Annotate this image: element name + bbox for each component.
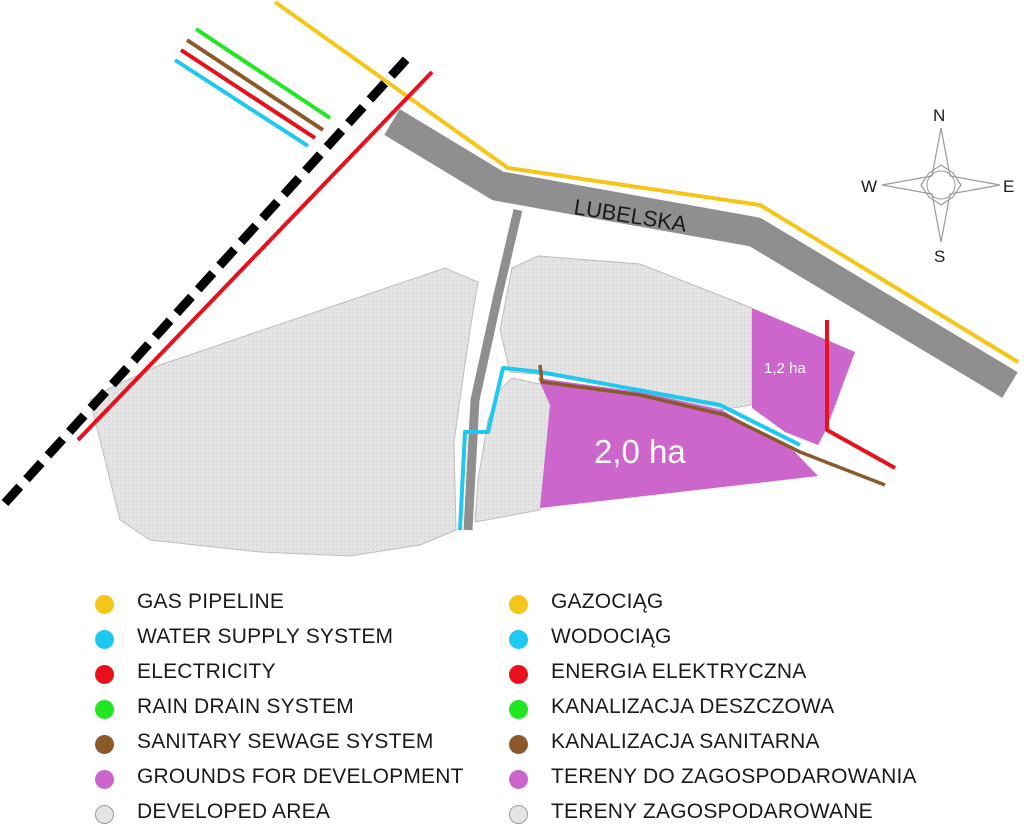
legend-dot bbox=[95, 665, 114, 684]
compass-south: S bbox=[934, 247, 945, 266]
legend-dot bbox=[509, 595, 528, 614]
electricity-branch-line bbox=[825, 320, 896, 470]
compass-west: W bbox=[861, 177, 877, 196]
legend-dot bbox=[95, 630, 114, 649]
legend-dot bbox=[95, 770, 114, 789]
legend-label: GROUNDS FOR DEVELOPMENT bbox=[137, 765, 464, 788]
gas-pipeline bbox=[273, 0, 1020, 364]
compass-east: E bbox=[1003, 177, 1014, 196]
legend-label: TERENY ZAGOSPODAROWANE bbox=[551, 800, 873, 823]
developed-area-south bbox=[474, 377, 553, 523]
legend-label: KANALIZACJA DESZCZOWA bbox=[551, 695, 835, 718]
legend-label: WODOCIĄG bbox=[551, 625, 672, 648]
railway-line bbox=[1, 49, 416, 507]
legend-dot bbox=[95, 700, 114, 719]
legend-label: KANALIZACJA SANITARNA bbox=[551, 730, 820, 753]
legend-dot bbox=[95, 595, 114, 614]
legend-dot bbox=[509, 665, 528, 684]
legend-dot bbox=[95, 735, 114, 754]
legend-label: SANITARY SEWAGE SYSTEM bbox=[137, 730, 434, 753]
access-road bbox=[463, 208, 523, 531]
area-label-large: 2,0 ha bbox=[594, 433, 686, 470]
compass-north: N bbox=[933, 106, 945, 125]
development-plot-small bbox=[752, 308, 855, 445]
compass-star-icon bbox=[881, 127, 1001, 243]
legend-label: DEVELOPED AREA bbox=[137, 800, 331, 823]
legend-dot bbox=[509, 805, 528, 824]
compass-rose: N S W E bbox=[861, 106, 1014, 266]
water-line-north bbox=[173, 58, 310, 148]
legend-dot bbox=[509, 770, 528, 789]
legend-dot bbox=[95, 805, 114, 824]
legend-dot bbox=[509, 700, 528, 719]
area-label-small: 1,2 ha bbox=[764, 360, 806, 377]
development-plot-large bbox=[538, 378, 818, 508]
legend-label: ENERGIA ELEKTRYCZNA bbox=[551, 660, 807, 683]
legend-label: ELECTRICITY bbox=[137, 660, 276, 683]
legend-label: RAIN DRAIN SYSTEM bbox=[137, 695, 354, 718]
legend-label: TERENY DO ZAGOSPODAROWANIA bbox=[551, 765, 917, 788]
legend-dot bbox=[509, 735, 528, 754]
development-grounds bbox=[538, 308, 855, 508]
rain-drain-line bbox=[194, 27, 332, 120]
developed-area-west bbox=[89, 267, 479, 557]
sewage-line-north bbox=[185, 38, 325, 132]
legend-label: GAS PIPELINE bbox=[137, 590, 285, 613]
legend-label: GAZOCIĄG bbox=[551, 590, 664, 613]
legend-dot bbox=[509, 630, 528, 649]
sanitary-sewage-line bbox=[538, 364, 886, 487]
legend-label: WATER SUPPLY SYSTEM bbox=[137, 625, 394, 648]
utility-bundle bbox=[173, 27, 332, 148]
electricity-main-line bbox=[76, 70, 434, 442]
electricity-line-north bbox=[179, 48, 317, 140]
water-supply-line bbox=[458, 366, 801, 531]
